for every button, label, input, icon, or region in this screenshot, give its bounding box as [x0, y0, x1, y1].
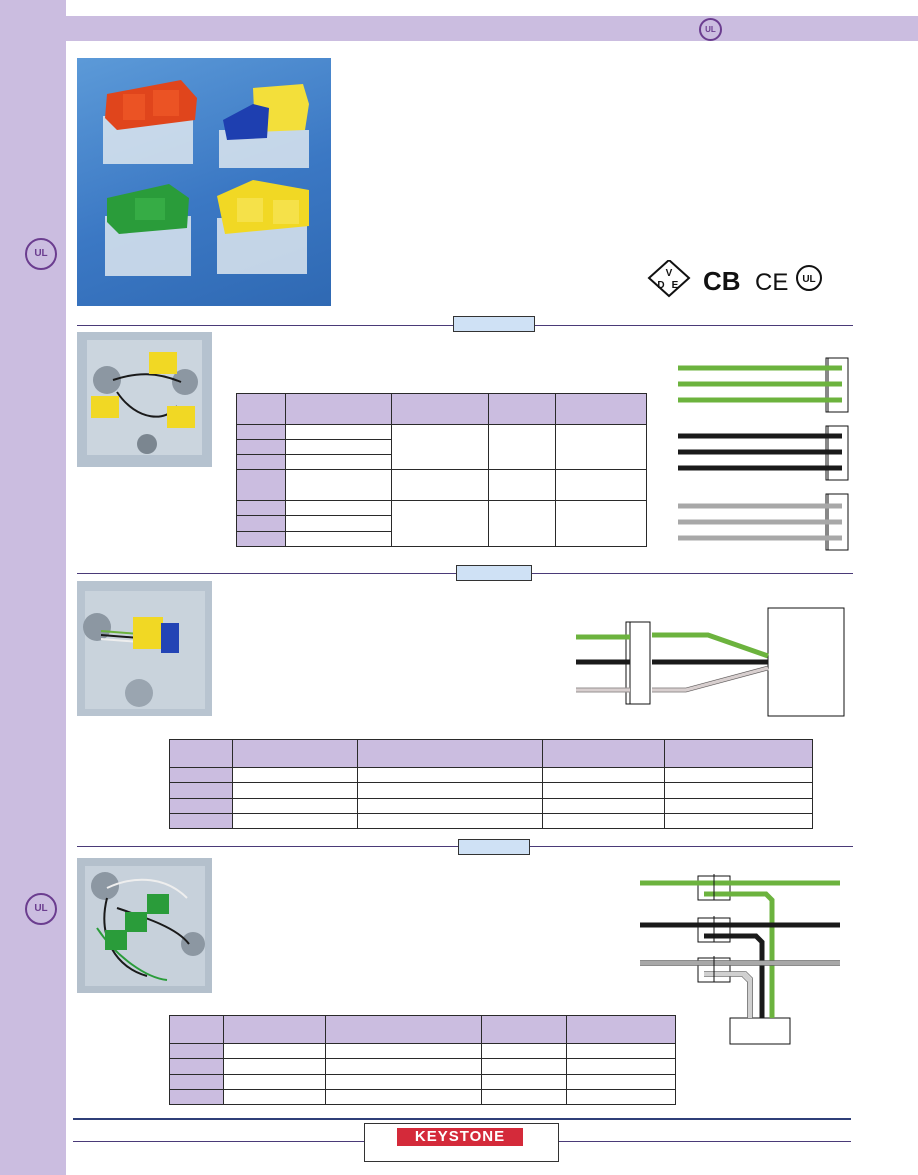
- certification-marks: V D E CB CE UL: [645, 258, 825, 300]
- product-hero-image: [77, 58, 331, 306]
- svg-text:UL: UL: [802, 274, 815, 285]
- cb-mark-icon: CB: [703, 266, 741, 296]
- sidebar-ul-icon-bottom: UL: [25, 893, 57, 925]
- svg-text:E: E: [672, 280, 679, 291]
- svg-text:V: V: [666, 268, 673, 279]
- sidebar-ul-icon-top: UL: [25, 238, 57, 270]
- svg-text:D: D: [657, 280, 664, 291]
- vde-mark-icon: V D E: [647, 258, 691, 298]
- splice-photo: [77, 332, 212, 467]
- keystone-logo: KEYSTONE: [397, 1128, 523, 1146]
- ce-mark-icon: CE: [755, 269, 788, 296]
- ul-mark-icon: UL: [796, 265, 822, 291]
- branch-spec-table: [169, 1014, 676, 1106]
- footer-logo-box: KEYSTONE: [364, 1123, 559, 1162]
- branch-wiring-diagram: [638, 870, 844, 1048]
- tap-wiring-diagram: [574, 606, 846, 718]
- tap-photo: [77, 581, 212, 716]
- footer-rule-top: [73, 1118, 851, 1120]
- section-tab-3: [458, 839, 530, 855]
- splice-wiring-diagram: [676, 352, 852, 554]
- branch-photo: [77, 858, 212, 993]
- left-sidebar: [0, 0, 66, 1175]
- tap-spec-table: [169, 738, 813, 830]
- splice-spec-table: [236, 393, 647, 548]
- ul-listed-icon: UL: [699, 18, 722, 41]
- section-tab-1: [453, 316, 535, 332]
- section-tab-2: [456, 565, 532, 581]
- header-bar: [66, 16, 918, 41]
